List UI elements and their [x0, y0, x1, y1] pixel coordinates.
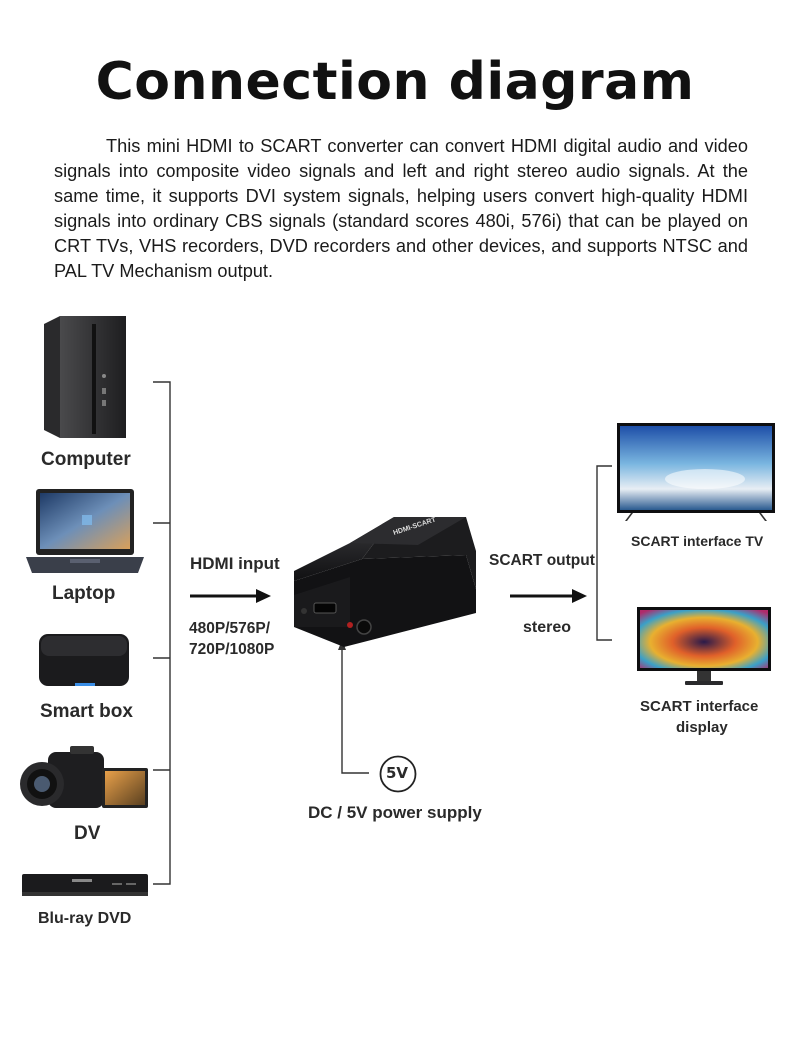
- power-badge-icon: [377, 754, 419, 794]
- camcorder-icon: [18, 744, 152, 818]
- laptop-icon: [22, 487, 148, 575]
- hdmi-to-scart-converter-icon: HDMI-SCART: [290, 515, 480, 655]
- page-title: Connection diagram: [95, 52, 695, 112]
- hdmi-input-label: HDMI input: [190, 554, 280, 573]
- resolution-line-1: 480P/576P/: [189, 620, 271, 637]
- power-supply-label: DC / 5V power supply: [308, 803, 482, 822]
- power-badge-text: 5V: [386, 764, 409, 782]
- desktop-tower-icon: [40, 314, 130, 444]
- bluray-player-icon: [20, 872, 150, 900]
- target-label-display-line2: display: [676, 719, 728, 736]
- tv-icon: [615, 421, 777, 525]
- source-label-computer: Computer: [41, 449, 131, 470]
- source-label-bluray-dvd: Blu-ray DVD: [38, 910, 132, 927]
- source-label-laptop: Laptop: [52, 583, 116, 604]
- target-label-tv: SCART interface TV: [631, 533, 764, 549]
- description-paragraph: This mini HDMI to SCART converter can co…: [54, 136, 748, 281]
- source-label-smart-box: Smart box: [40, 701, 133, 722]
- target-label-display-line1: SCART interface: [640, 698, 759, 715]
- source-label-dv: DV: [74, 823, 101, 844]
- smart-box-icon: [37, 630, 131, 692]
- monitor-icon: [635, 605, 773, 689]
- stereo-label: stereo: [523, 619, 572, 636]
- scart-output-label: SCART output: [489, 552, 595, 569]
- resolution-line-2: 720P/1080P: [189, 641, 275, 658]
